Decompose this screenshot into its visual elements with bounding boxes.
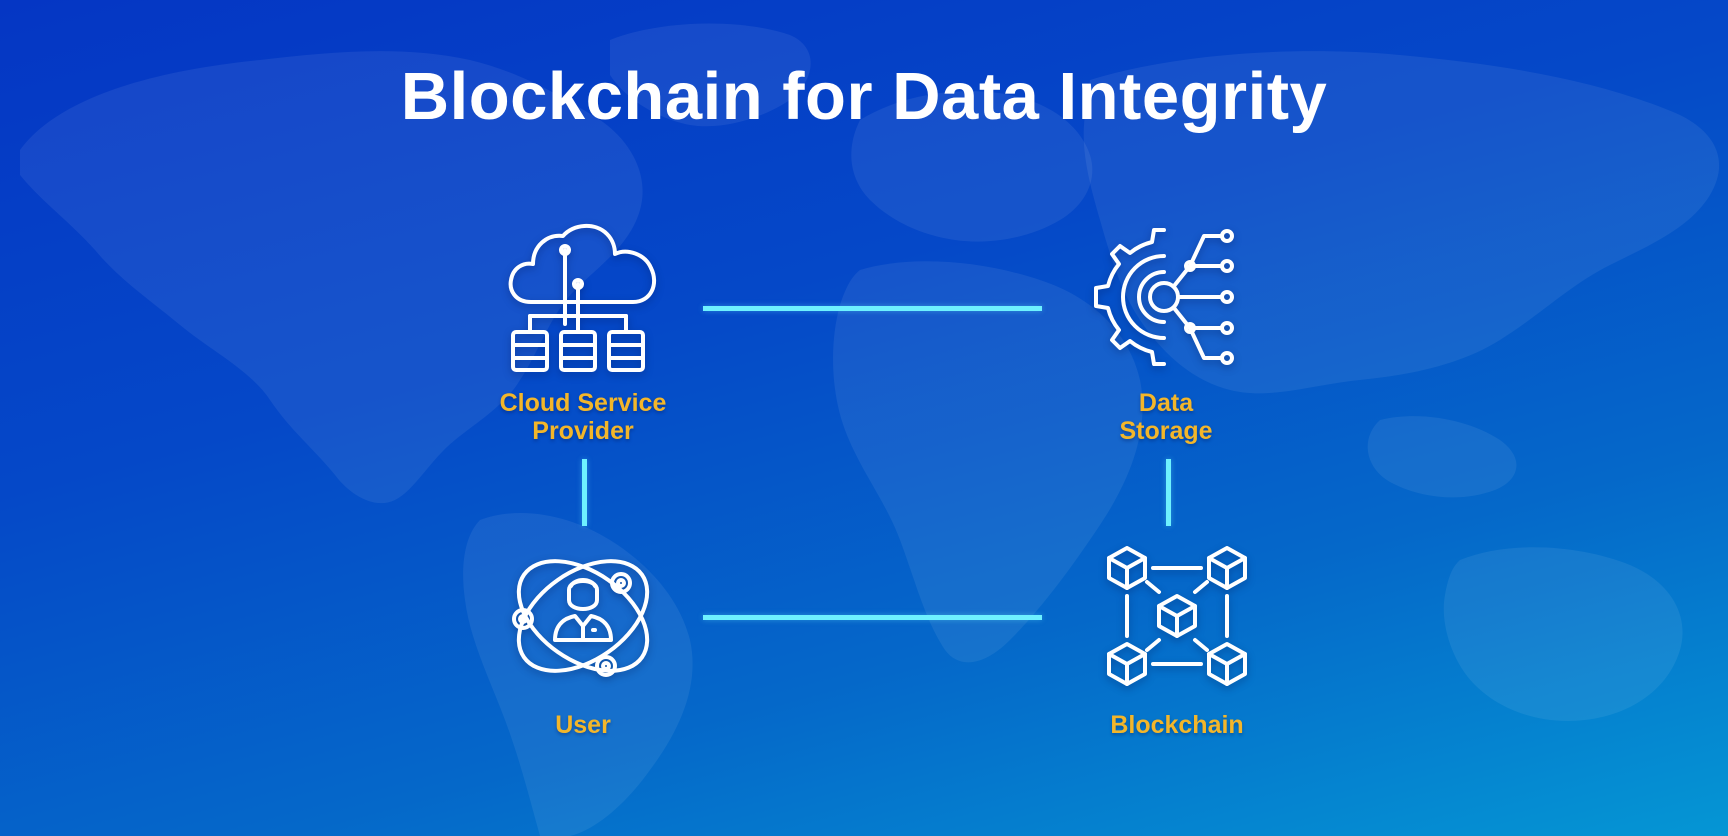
node-user: User xyxy=(483,538,683,739)
connector-storage-to-blockchain xyxy=(1166,459,1171,526)
node-data-storage: Data Storage xyxy=(1066,220,1266,445)
node-label-user: User xyxy=(555,711,611,739)
node-label-blockchain: Blockchain xyxy=(1110,711,1244,739)
connector-cloud-to-storage xyxy=(703,306,1042,311)
connector-cloud-to-user xyxy=(582,459,587,526)
connector-user-to-blockchain xyxy=(703,615,1042,620)
user-orbit-icon xyxy=(512,559,650,677)
gear-circuit-icon xyxy=(1094,228,1234,366)
node-label-data-storage: Data Storage xyxy=(1119,389,1213,445)
node-label-cloud-service-provider: Cloud Service Provider xyxy=(499,389,667,445)
node-blockchain: Blockchain xyxy=(1077,538,1277,739)
blockchain-cubes-icon xyxy=(1107,546,1247,686)
page-title: Blockchain for Data Integrity xyxy=(400,59,1328,134)
cloud-server-icon xyxy=(508,224,657,372)
node-cloud-service-provider: Cloud Service Provider xyxy=(483,220,683,445)
